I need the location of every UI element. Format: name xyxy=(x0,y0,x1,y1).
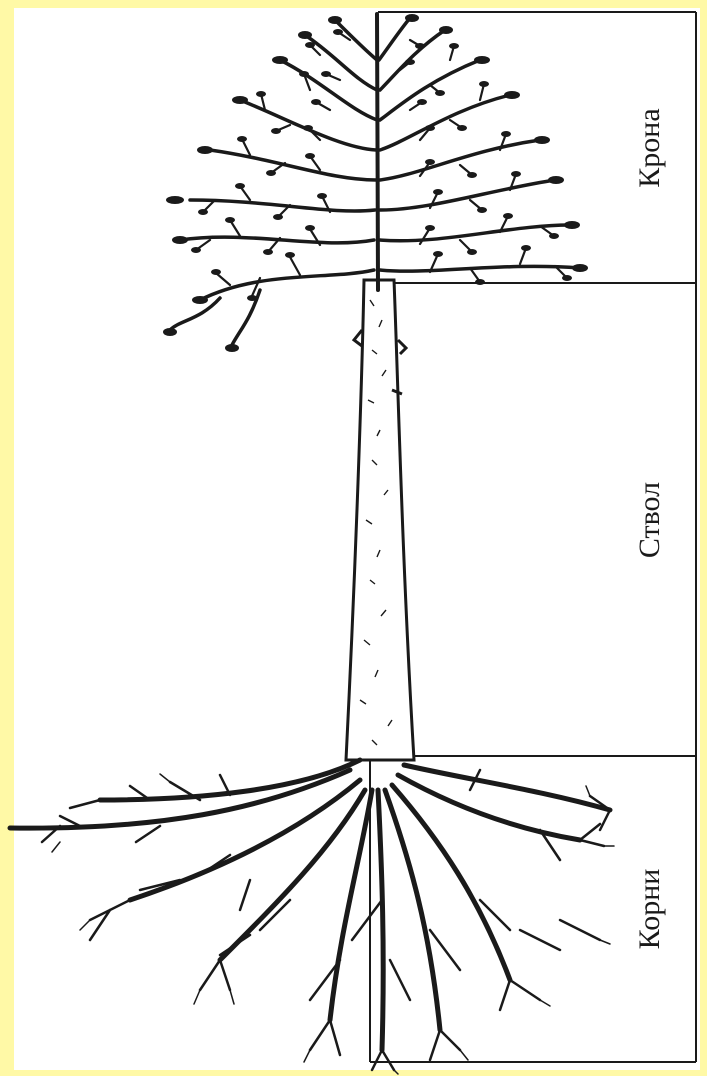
roots-label: Корни xyxy=(630,809,670,1009)
trunk-label: Ствол xyxy=(630,420,670,620)
trunk xyxy=(346,280,414,760)
crown-label: Крона xyxy=(630,48,670,248)
roots xyxy=(10,760,614,1074)
